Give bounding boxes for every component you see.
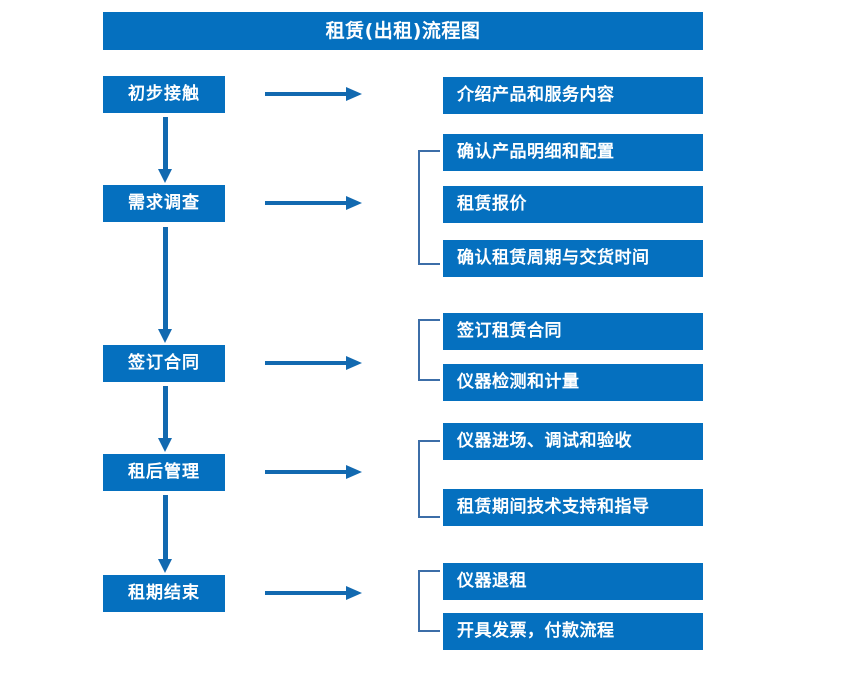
stage-box-4[interactable]: 租后管理 (103, 454, 225, 491)
detail-box-1[interactable]: 介绍产品和服务内容 (443, 77, 703, 114)
detail-box-9[interactable]: 仪器退租 (443, 563, 703, 600)
detail-label-3: 租赁报价 (457, 194, 527, 214)
detail-label-8: 租赁期间技术支持和指导 (457, 497, 650, 517)
group-bracket-3 (418, 440, 440, 518)
stage-label-4: 租后管理 (128, 462, 200, 482)
detail-box-7[interactable]: 仪器进场、调试和验收 (443, 423, 703, 460)
stage-box-5[interactable]: 租期结束 (103, 575, 225, 612)
diagram-title-bar: 租赁(出租)流程图 (103, 12, 703, 50)
right-arrow-icon-2 (265, 196, 362, 210)
detail-label-10: 开具发票，付款流程 (457, 621, 615, 641)
down-arrow-icon-3 (158, 386, 172, 452)
down-arrow-icon-4 (158, 495, 172, 573)
page-title: 租赁(出租)流程图 (325, 19, 481, 42)
detail-box-10[interactable]: 开具发票，付款流程 (443, 613, 703, 650)
stage-box-1[interactable]: 初步接触 (103, 76, 225, 113)
detail-label-2: 确认产品明细和配置 (457, 142, 615, 162)
right-arrow-icon-3 (265, 356, 362, 370)
group-bracket-2 (418, 319, 440, 381)
stage-label-1: 初步接触 (128, 84, 200, 104)
detail-box-5[interactable]: 签订租赁合同 (443, 313, 703, 350)
detail-box-2[interactable]: 确认产品明细和配置 (443, 134, 703, 171)
detail-label-9: 仪器退租 (457, 571, 527, 591)
right-arrow-icon-4 (265, 465, 362, 479)
detail-label-6: 仪器检测和计量 (457, 372, 580, 392)
stage-label-2: 需求调查 (128, 193, 200, 213)
group-bracket-1 (418, 150, 440, 265)
detail-box-3[interactable]: 租赁报价 (443, 186, 703, 223)
detail-box-8[interactable]: 租赁期间技术支持和指导 (443, 489, 703, 526)
stage-box-3[interactable]: 签订合同 (103, 345, 225, 382)
detail-box-6[interactable]: 仪器检测和计量 (443, 364, 703, 401)
detail-label-5: 签订租赁合同 (457, 321, 562, 341)
stage-label-5: 租期结束 (128, 583, 200, 603)
detail-box-4[interactable]: 确认租赁周期与交货时间 (443, 240, 703, 277)
detail-label-7: 仪器进场、调试和验收 (457, 431, 632, 451)
stage-box-2[interactable]: 需求调查 (103, 185, 225, 222)
down-arrow-icon-2 (158, 227, 172, 343)
right-arrow-icon-1 (265, 87, 362, 101)
down-arrow-icon-1 (158, 117, 172, 183)
detail-label-4: 确认租赁周期与交货时间 (457, 248, 650, 268)
stage-label-3: 签订合同 (128, 353, 200, 373)
detail-label-1: 介绍产品和服务内容 (457, 85, 615, 105)
group-bracket-4 (418, 570, 440, 632)
right-arrow-icon-5 (265, 586, 362, 600)
